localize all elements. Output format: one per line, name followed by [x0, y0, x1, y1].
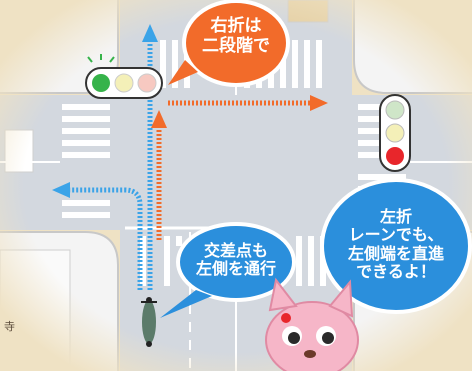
bicycle-icon	[141, 297, 157, 347]
blue-right-bubble-line-3: 左側端を直進	[347, 243, 444, 263]
blue-left-bubble-line-2: 左側を通行	[195, 259, 276, 279]
orange-bubble-text: 右折は 二段階で	[188, 16, 284, 56]
pink-puppy-mascot-icon	[265, 277, 359, 371]
blue-right-bubble-line-2: レーンでも、	[348, 225, 444, 245]
orange-bubble-line-2: 二段階で	[202, 35, 270, 56]
blue-speech-bubble-left	[160, 222, 296, 318]
traffic-signal-left-icon	[85, 54, 163, 99]
blue-right-bubble-line-1: 左折	[379, 207, 412, 226]
blue-right-bubble-text: 左折 レーンでも、 左側端を直進 できるよ！	[330, 207, 462, 282]
orange-bubble-line-1: 右折は	[210, 16, 262, 36]
edge-text: 寺	[4, 320, 15, 333]
traffic-signal-right-icon	[379, 94, 411, 172]
blue-right-bubble-line-4: できるよ！	[356, 262, 436, 282]
blue-speech-bubble-right	[320, 178, 472, 314]
blue-left-turn-arrow	[52, 182, 143, 290]
blue-left-bubble-line-1: 交差点も	[203, 241, 268, 260]
orange-two-stage-arrow	[151, 95, 328, 240]
orange-speech-bubble	[168, 0, 290, 87]
blue-left-bubble-text: 交差点も 左側を通行	[180, 241, 292, 279]
